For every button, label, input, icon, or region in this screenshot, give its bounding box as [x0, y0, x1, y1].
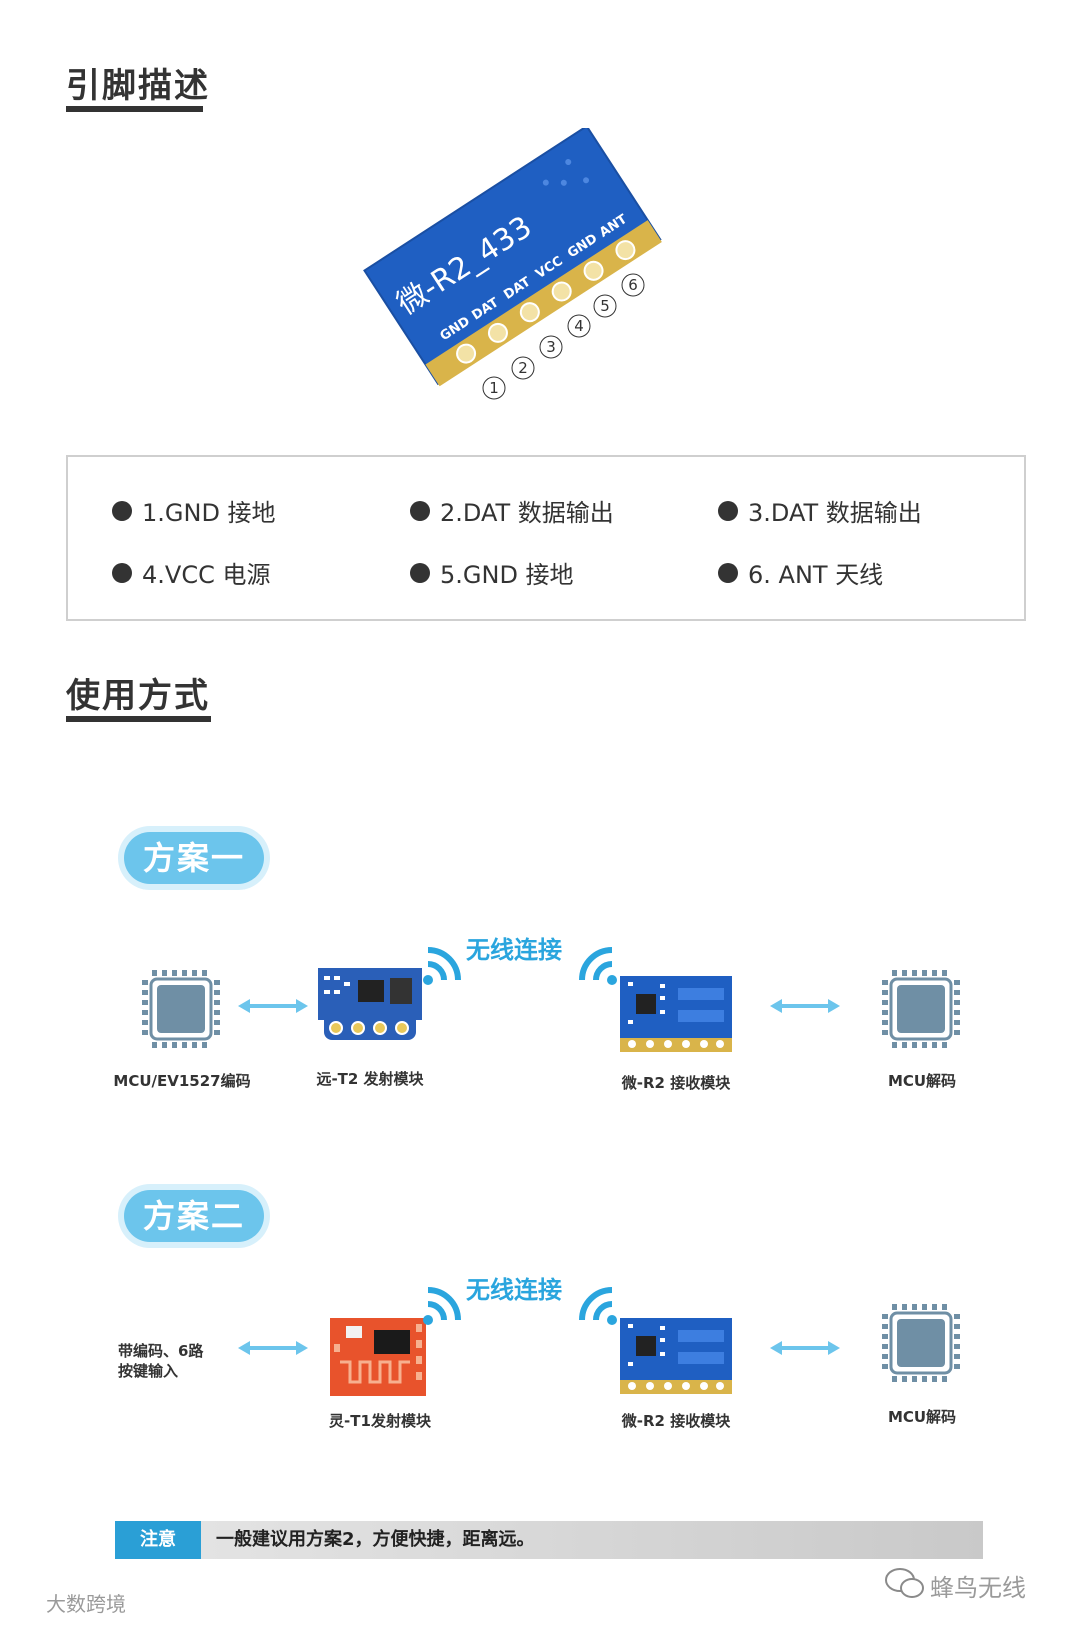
scheme-1-signal-left-icon — [423, 947, 461, 985]
bullet-icon — [410, 500, 430, 521]
pin-number-4 — [567, 314, 591, 338]
scheme-1-mcu-chip-icon — [142, 970, 220, 1048]
pin-item-6: 6. ANT 天线 — [718, 555, 883, 590]
usage-section-title: 使用方式 — [66, 676, 210, 716]
pin-number-3 — [539, 335, 563, 359]
pin-item-3: 3.DAT 数据输出 — [718, 493, 922, 528]
pin-pad-2 — [487, 322, 508, 343]
pin-number-3-label: 3 — [546, 338, 556, 356]
pin-pad-5 — [583, 260, 604, 281]
scheme-2-wireless-label: 无线连接 — [466, 1276, 562, 1304]
pin-item-5: 5.GND 接地 — [410, 555, 574, 590]
scheme-1-left-arrow-icon — [238, 999, 308, 1013]
pin-number-5-label: 5 — [600, 297, 610, 315]
pin-number-4-label: 4 — [574, 317, 584, 335]
pin-number-1 — [482, 376, 506, 400]
pin-number-6 — [621, 273, 645, 297]
pin-number-5 — [593, 294, 617, 318]
pin-number-2-label: 2 — [518, 359, 528, 377]
pin-item-2: 2.DAT 数据输出 — [410, 493, 614, 528]
watermark-left: 大数跨境 — [46, 1592, 126, 1616]
pin-number-1-label: 1 — [489, 379, 499, 397]
scheme-1-signal-right-icon — [579, 947, 617, 985]
scheme-1-receiver-caption: 微-R2 接收模块 — [621, 1074, 731, 1092]
note-tag: 注意 — [115, 1521, 201, 1559]
pin-section-title: 引脚描述 — [66, 66, 210, 106]
scheme-2-right-arrow-icon — [770, 1341, 840, 1355]
pin-pad-4 — [551, 281, 572, 302]
scheme-1-badge: 方案一 — [124, 832, 264, 884]
scheme-2-decoder-chip-icon — [882, 1304, 960, 1382]
scheme-1-transmitter-module — [318, 968, 422, 1040]
pin-section-title-underline — [66, 106, 203, 112]
scheme-2-signal-right-icon — [579, 1287, 617, 1325]
bullet-icon — [718, 562, 738, 583]
pin-pad-6 — [615, 240, 636, 261]
module-illustration: 微-R2_433 GND DAT DAT VCC GND ANT 1 2 3 4… — [363, 128, 662, 400]
scheme-1-wireless-label: 无线连接 — [466, 936, 562, 964]
scheme-2-receiver-module — [620, 1318, 732, 1394]
scheme-1-receiver-module — [620, 976, 732, 1052]
watermark-right: 蜂鸟无线 — [930, 1574, 1026, 1602]
bullet-icon — [718, 500, 738, 521]
pin-number-6-label: 6 — [628, 276, 638, 294]
note-bar — [115, 1521, 983, 1559]
scheme-2-left-arrow-icon — [238, 1341, 308, 1355]
usage-section-title-underline — [66, 716, 211, 722]
scheme-1-source-caption: MCU/EV1527编码 — [113, 1072, 251, 1090]
scheme-2-source-caption-line2: 按键输入 — [118, 1362, 179, 1380]
bullet-icon — [410, 562, 430, 583]
scheme-2-source-caption-line1: 带编码、6路 — [118, 1342, 204, 1360]
scheme-1-decoder-caption: MCU解码 — [887, 1072, 957, 1090]
pin-item-4: 4.VCC 电源 — [112, 555, 270, 590]
bullet-icon — [112, 500, 132, 521]
scheme-2-receiver-caption: 微-R2 接收模块 — [621, 1412, 731, 1430]
scheme-2-badge: 方案二 — [124, 1190, 264, 1242]
scheme-2-transmitter-module — [330, 1318, 426, 1396]
scheme-1-transmitter-caption: 远-T2 发射模块 — [316, 1070, 424, 1088]
scheme-2-signal-left-icon — [423, 1287, 461, 1325]
wechat-icon — [885, 1568, 924, 1598]
scheme-1-right-arrow-icon — [770, 999, 840, 1013]
pin-description-box — [66, 455, 1026, 621]
scheme-2-transmitter-caption: 灵-T1发射模块 — [329, 1412, 431, 1430]
bullet-icon — [112, 562, 132, 583]
pin-pad-1 — [456, 343, 477, 364]
note-text: 一般建议用方案2，方便快捷，距离远。 — [216, 1529, 535, 1550]
pin-number-2 — [511, 356, 535, 380]
scheme-1-decoder-chip-icon — [882, 970, 960, 1048]
pin-pad-3 — [519, 302, 540, 323]
scheme-2-decoder-caption: MCU解码 — [887, 1408, 957, 1426]
pin-item-1: 1.GND 接地 — [112, 493, 276, 528]
pin-strip — [425, 220, 662, 387]
